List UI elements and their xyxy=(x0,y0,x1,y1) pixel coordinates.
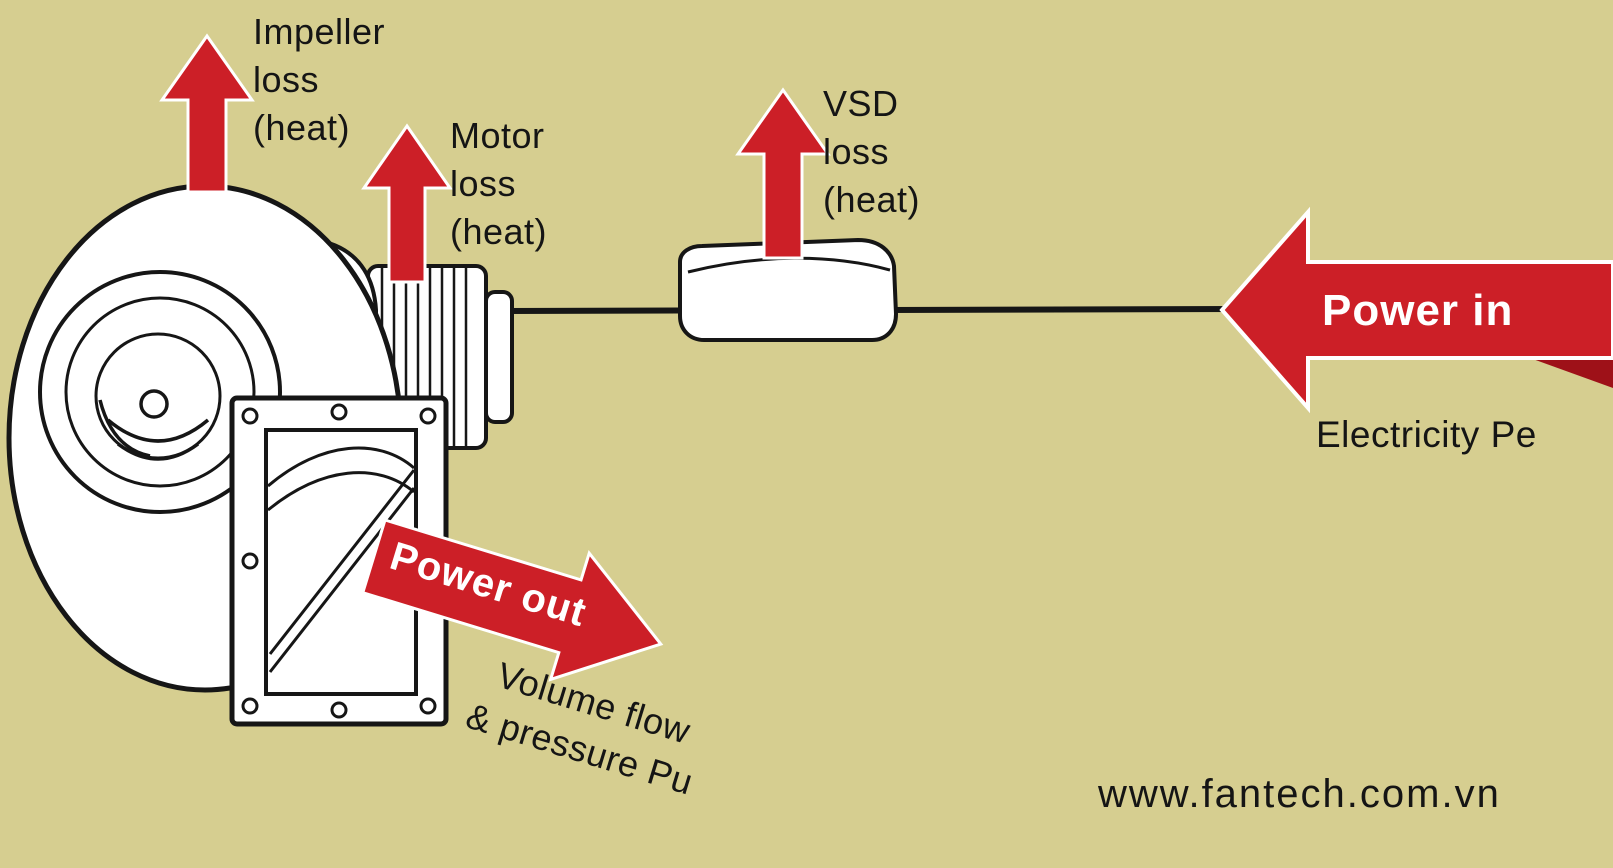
power-in-label: Power in xyxy=(1322,286,1514,335)
impeller-loss-arrow-icon xyxy=(159,33,255,194)
impeller-blades xyxy=(98,389,210,461)
vsd-loss-label: VSD loss (heat) xyxy=(823,83,921,221)
power-in-arrow-icon xyxy=(1219,206,1613,414)
impeller-loss-label: Impeller loss (heat) xyxy=(253,11,386,149)
vsd-box xyxy=(678,237,899,342)
power-out-arrow-icon xyxy=(360,518,664,682)
vsd-loss-arrow-icon xyxy=(735,87,831,260)
motor-loss-arrow-icon xyxy=(361,123,453,284)
outlet-interior-lines xyxy=(267,446,416,673)
motor-loss-label: Motor loss (heat) xyxy=(450,115,548,253)
electricity-pe-label: Electricity Pe xyxy=(1316,414,1537,455)
website-url-label: www.fantech.com.vn xyxy=(1098,772,1501,816)
fan-housing xyxy=(6,183,404,693)
